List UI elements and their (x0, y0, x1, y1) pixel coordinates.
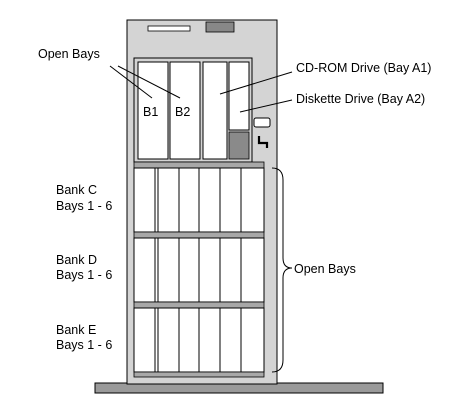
label-open-bays-top: Open Bays (38, 47, 100, 61)
bay-a1 (202, 61, 228, 160)
separator-2 (133, 231, 265, 239)
lock-icon (253, 117, 271, 128)
bay-b2 (169, 61, 201, 160)
label-bank-d-bays: Bays 1 - 6 (56, 268, 112, 282)
label-cdrom: CD-ROM Drive (Bay A1) (296, 61, 431, 75)
leader-b2 (117, 65, 181, 99)
leader-b1 (109, 65, 153, 99)
power-switch-icon (257, 136, 269, 148)
label-bay-b2: B2 (175, 105, 190, 119)
label-bank-e-bays: Bays 1 - 6 (56, 338, 112, 352)
label-bank-d: Bank D (56, 253, 97, 267)
leader-cdrom (219, 71, 293, 95)
separator-4 (133, 371, 265, 378)
label-bank-e: Bank E (56, 323, 96, 337)
label-diskette: Diskette Drive (Bay A2) (296, 92, 425, 106)
power-block (228, 131, 250, 160)
open-bays-brace (271, 167, 293, 373)
bay-b1 (137, 61, 169, 160)
leader-diskette (239, 99, 293, 113)
separator-1 (133, 161, 265, 169)
label-bank-c-bays: Bays 1 - 6 (56, 199, 112, 213)
bay-a2 (228, 61, 250, 131)
label-bay-b1: B1 (143, 105, 158, 119)
label-bank-c: Bank C (56, 183, 97, 197)
top-vent-right (205, 21, 235, 33)
label-open-bays-right: Open Bays (294, 262, 356, 276)
top-vent-left (147, 25, 191, 32)
separator-3 (133, 301, 265, 309)
